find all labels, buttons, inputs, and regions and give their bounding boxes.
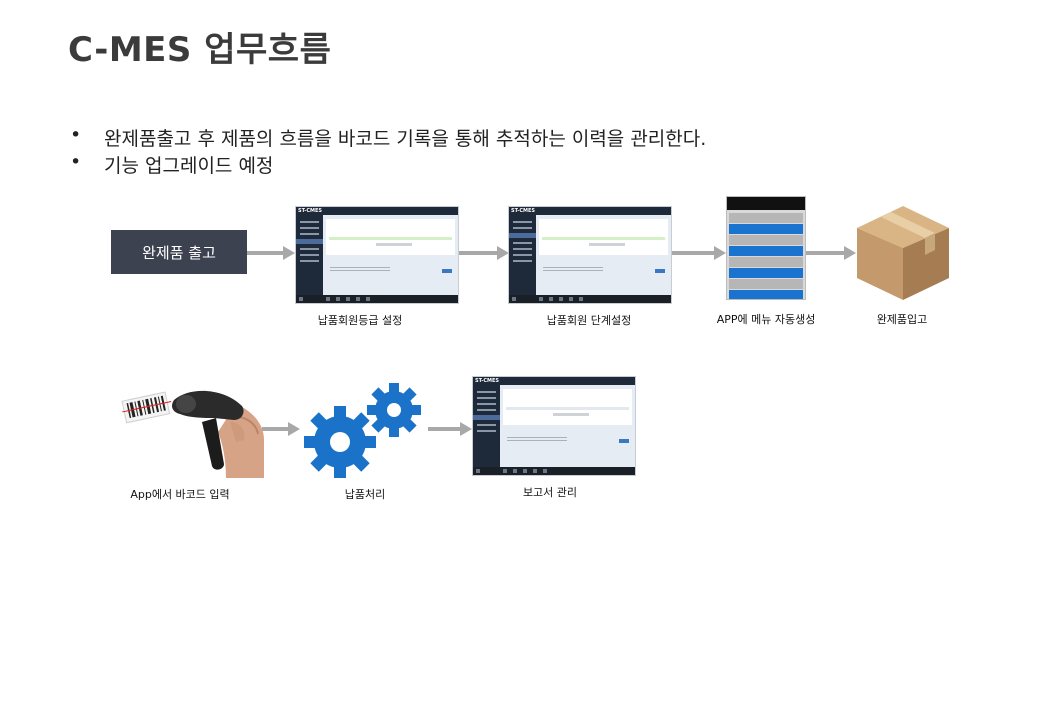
gears-icon [304, 383, 421, 478]
flow-arrow [428, 422, 472, 436]
screenshot-app-auto-menu [726, 196, 806, 300]
caption-step7: 보고서 관리 [522, 486, 578, 499]
bullet-text-2: 기능 업그레이드 예정 [104, 155, 274, 177]
caption-step2: 납품회원 단계설정 [546, 314, 632, 327]
barcode-scanner-icon [121, 390, 264, 478]
cardboard-box-icon [857, 206, 949, 300]
flow-arrow [247, 246, 295, 260]
flow-arrow [670, 246, 726, 260]
bullet-marker: • [70, 151, 82, 173]
flow-arrow [262, 422, 300, 436]
screenshot-report-management: ST-CMES [472, 376, 636, 476]
caption-step6: 납품처리 [344, 488, 386, 501]
caption-step5: App에서 바코드 입력 [130, 488, 230, 501]
bullet-marker: • [70, 124, 82, 146]
bullet-text-1: 완제품출고 후 제품의 흐름을 바코드 기록을 통해 추적하는 이력을 관리한다… [104, 128, 707, 150]
page-title: C-MES 업무흐름 [68, 30, 332, 70]
flow-arrow [804, 246, 856, 260]
screenshot-member-grade-settings: ST-CMES [295, 206, 459, 304]
caption-step1: 납품회원등급 설정 [317, 314, 403, 327]
start-box-finished-goods-shipment: 완제품 출고 [111, 230, 247, 274]
flow-arrow [457, 246, 509, 260]
caption-step3: APP에 메뉴 자동생성 [716, 313, 816, 326]
caption-step4: 완제품입고 [876, 313, 928, 326]
screenshot-member-stage-settings: ST-CMES [508, 206, 672, 304]
